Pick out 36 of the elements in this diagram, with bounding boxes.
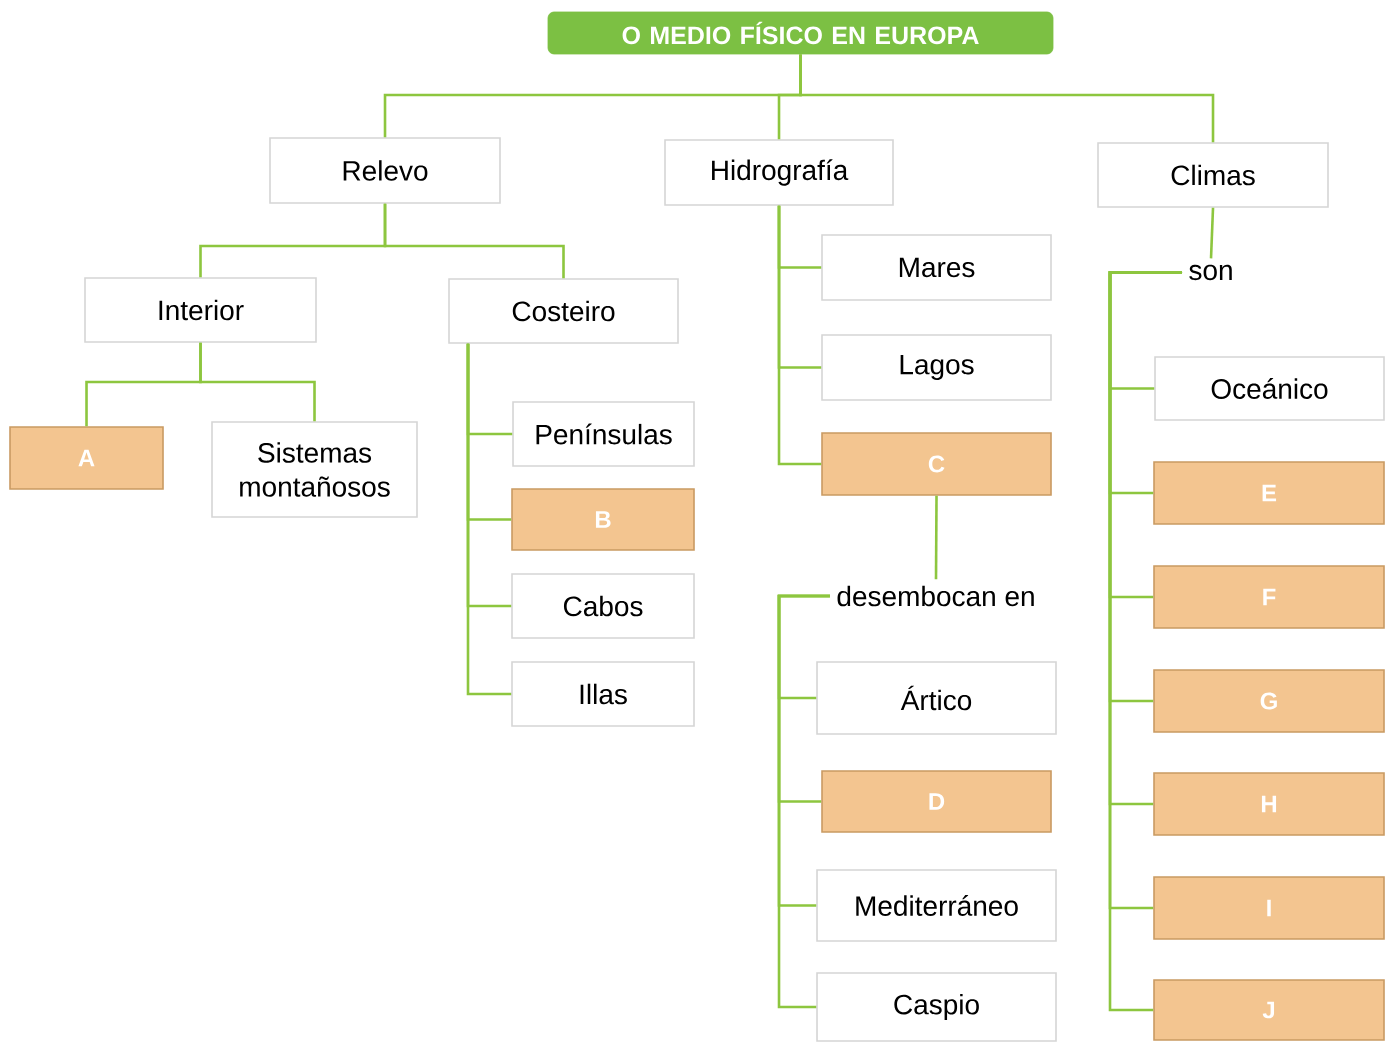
answer-box: C: [821, 432, 1052, 496]
answer-box: G: [1153, 669, 1385, 733]
concept-box: Illas: [511, 661, 695, 727]
answer-box: F: [1153, 565, 1385, 629]
concept-box: Mares: [821, 234, 1052, 301]
answer-box: I: [1153, 876, 1385, 940]
connector-line: [777, 205, 822, 466]
connector-line: [777, 594, 830, 1009]
concept-box: Mediterráneo: [816, 869, 1057, 942]
linking-text: desembocan en: [837, 585, 1034, 607]
concept-box: Lagos: [821, 334, 1052, 401]
concept-box: Cabos: [511, 573, 695, 639]
connector-line: [1209, 207, 1215, 259]
linking-text: son: [1189, 264, 1232, 281]
concept-box: Penínsulas: [512, 401, 695, 467]
concept-box: Costeiro: [448, 278, 679, 344]
concept-box: Ártico: [816, 661, 1057, 735]
concept-box: Climas: [1097, 142, 1329, 208]
connector-line: [199, 342, 316, 422]
connector-line: [383, 203, 565, 279]
answer-box: E: [1153, 461, 1385, 525]
connector-line: [934, 495, 938, 580]
connector-line: [466, 343, 512, 696]
connector-line: [799, 54, 1215, 143]
concept-box: Hidrografía: [664, 139, 894, 206]
answer-box: H: [1153, 772, 1385, 836]
answer-box: A: [9, 426, 164, 490]
concept-box: Oceánico: [1154, 356, 1385, 421]
answer-box: B: [511, 488, 695, 551]
answer-box: J: [1153, 979, 1385, 1041]
concept-box: Interior: [84, 277, 317, 343]
title-banner: O MEDIO FÍSICO EN EUROPA: [547, 11, 1054, 55]
concept-box: Caspio: [816, 972, 1057, 1042]
concept-box: Sistemas montañosos: [211, 421, 418, 518]
answer-box: D: [821, 770, 1052, 833]
concept-box: Relevo: [269, 137, 501, 204]
